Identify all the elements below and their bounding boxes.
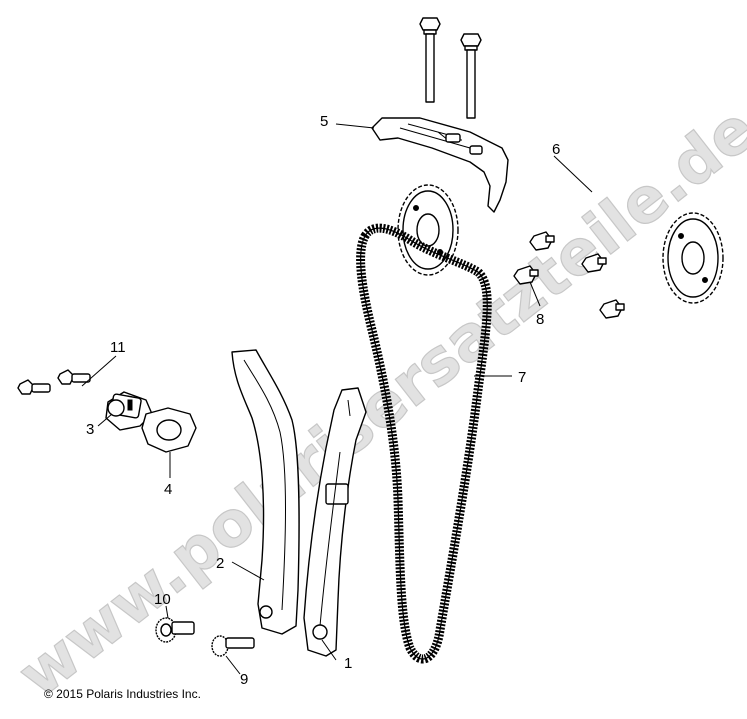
copyright-text: © 2015 Polaris Industries Inc. (44, 687, 201, 701)
callout-11: 11 (110, 339, 126, 356)
callout-9: 9 (240, 671, 248, 688)
chain-guide (303, 387, 367, 657)
sprocket-bolts (513, 231, 625, 319)
callout-8: 8 (536, 311, 544, 328)
cam-sprockets (397, 184, 724, 304)
guide-bolt-right (460, 33, 482, 119)
sprocket-bolt-3 (581, 253, 607, 273)
guide-pivot-bolt-9 (211, 635, 255, 657)
tensioner-bolt-1 (17, 379, 51, 395)
tensioner-gasket (141, 407, 197, 453)
guide-pivot-bolt-10 (155, 617, 195, 643)
callout-10: 10 (154, 591, 171, 608)
callout-5: 5 (320, 113, 328, 130)
timing-chain (356, 223, 492, 664)
callout-7: 7 (518, 369, 526, 386)
upper-chain-guide (371, 117, 509, 213)
sprocket-bolt-4 (599, 299, 625, 319)
sprocket-bolt-2 (513, 265, 539, 285)
chain-tensioner (105, 391, 153, 431)
sprocket-bolt-1 (529, 231, 555, 251)
callout-4: 4 (164, 481, 172, 498)
callout-6: 6 (552, 141, 560, 158)
callout-3: 3 (86, 421, 94, 438)
tensioner-bolts (17, 369, 91, 395)
callout-2: 2 (216, 555, 224, 572)
upper-chain-guide-assembly (371, 17, 509, 213)
tensioner-guide (231, 349, 300, 635)
callout-1: 1 (344, 655, 352, 672)
cam-sprocket-rear (662, 212, 724, 304)
tensioner-bolt-2 (57, 369, 91, 385)
guide-bolt-left (419, 17, 441, 103)
